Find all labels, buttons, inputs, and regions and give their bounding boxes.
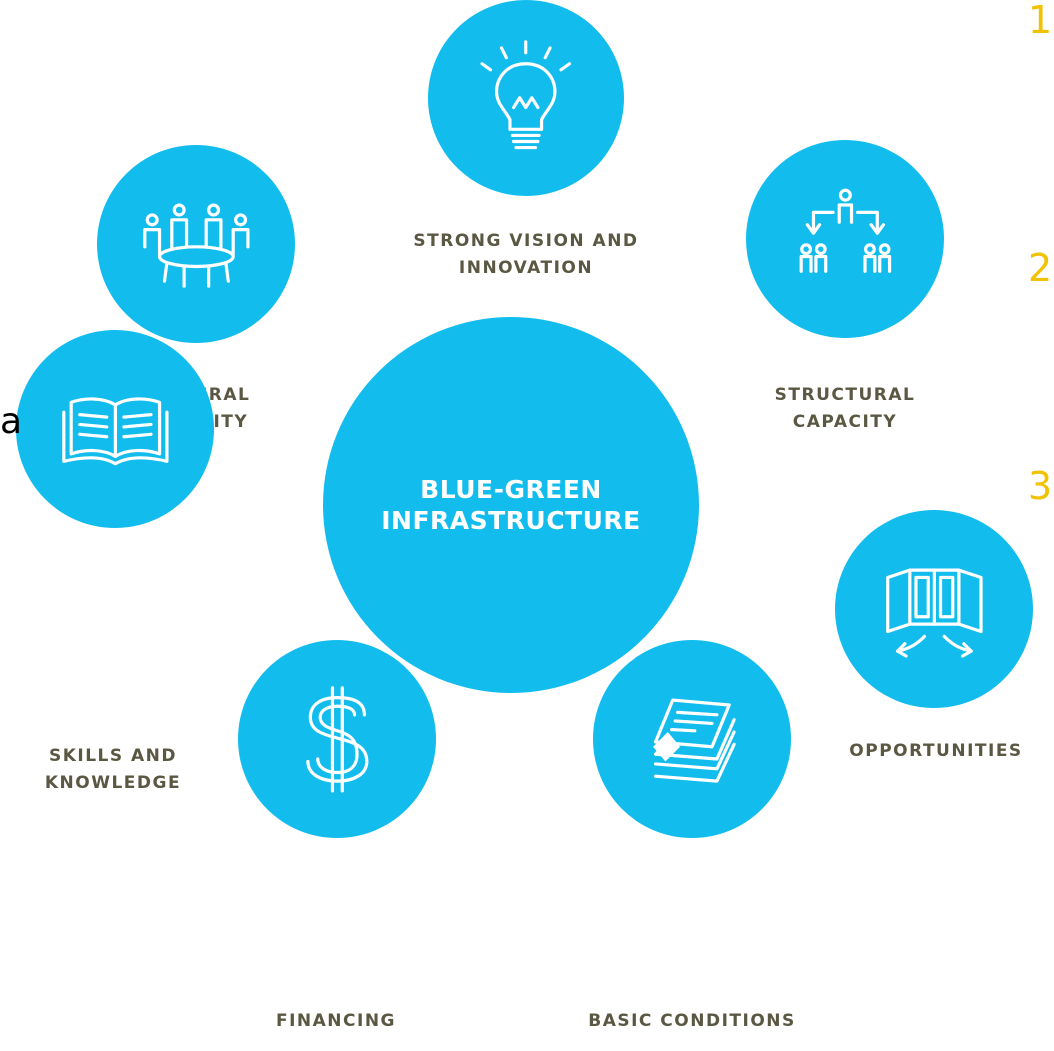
list-marker-3: 3 bbox=[1028, 464, 1053, 508]
list-marker-2: 2 bbox=[1028, 246, 1053, 290]
node-strong-vision bbox=[428, 0, 624, 196]
node-skills-knowledge bbox=[16, 330, 214, 528]
lightbulb-icon bbox=[480, 40, 572, 150]
list-marker-1: 1 bbox=[1028, 0, 1053, 42]
label-skills-knowledge: SKILLS AND KNOWLEDGE bbox=[44, 746, 182, 793]
node-cultural-capacity bbox=[97, 145, 295, 343]
node-structural-capacity bbox=[746, 140, 944, 338]
open-book-icon bbox=[61, 397, 169, 465]
label-opportunities: OPPORTUNITIES bbox=[849, 741, 1023, 761]
center-circle: BLUE-GREEN INFRASTRUCTURE bbox=[323, 317, 699, 693]
center-label: BLUE-GREEN INFRASTRUCTURE bbox=[381, 475, 641, 535]
label-structural-capacity: STRUCTURAL CAPACITY bbox=[774, 385, 916, 432]
document-layers-icon bbox=[652, 698, 736, 783]
meeting-table-icon bbox=[142, 203, 250, 288]
label-strong-vision: STRONG VISION AND INNOVATION bbox=[413, 231, 639, 278]
node-basic-conditions bbox=[593, 640, 791, 838]
clipped-text-fragment: a bbox=[0, 401, 23, 442]
node-financing bbox=[238, 640, 436, 838]
open-window-icon bbox=[885, 568, 983, 658]
dollar-icon bbox=[305, 685, 369, 793]
org-chart-icon bbox=[799, 188, 891, 273]
label-financing: FINANCING bbox=[275, 1011, 397, 1031]
label-basic-conditions: BASIC CONDITIONS bbox=[588, 1011, 796, 1031]
node-opportunities bbox=[835, 510, 1033, 708]
